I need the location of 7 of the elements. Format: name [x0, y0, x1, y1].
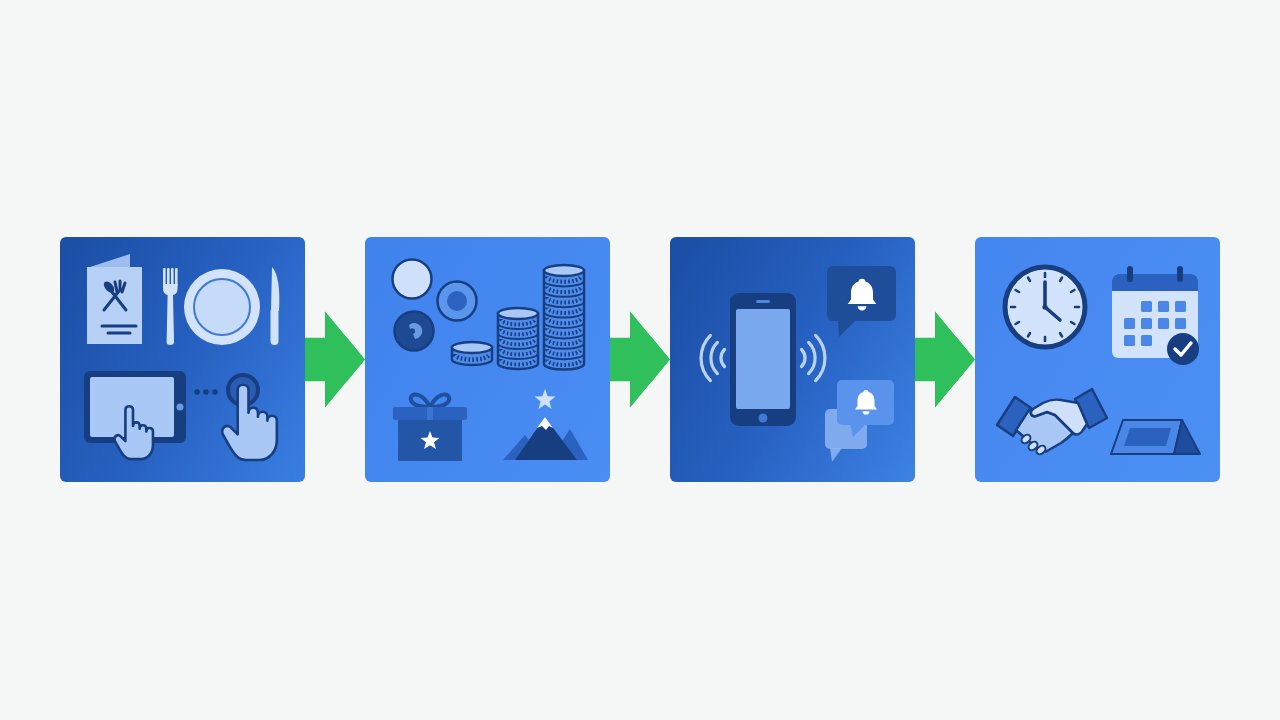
illustration-panel	[365, 237, 610, 482]
arrow	[610, 311, 670, 408]
illustration-panel	[670, 237, 915, 482]
illustration-panel	[60, 237, 305, 482]
arrow	[305, 311, 365, 408]
arrow	[915, 311, 975, 408]
illustration-panel	[975, 237, 1220, 482]
